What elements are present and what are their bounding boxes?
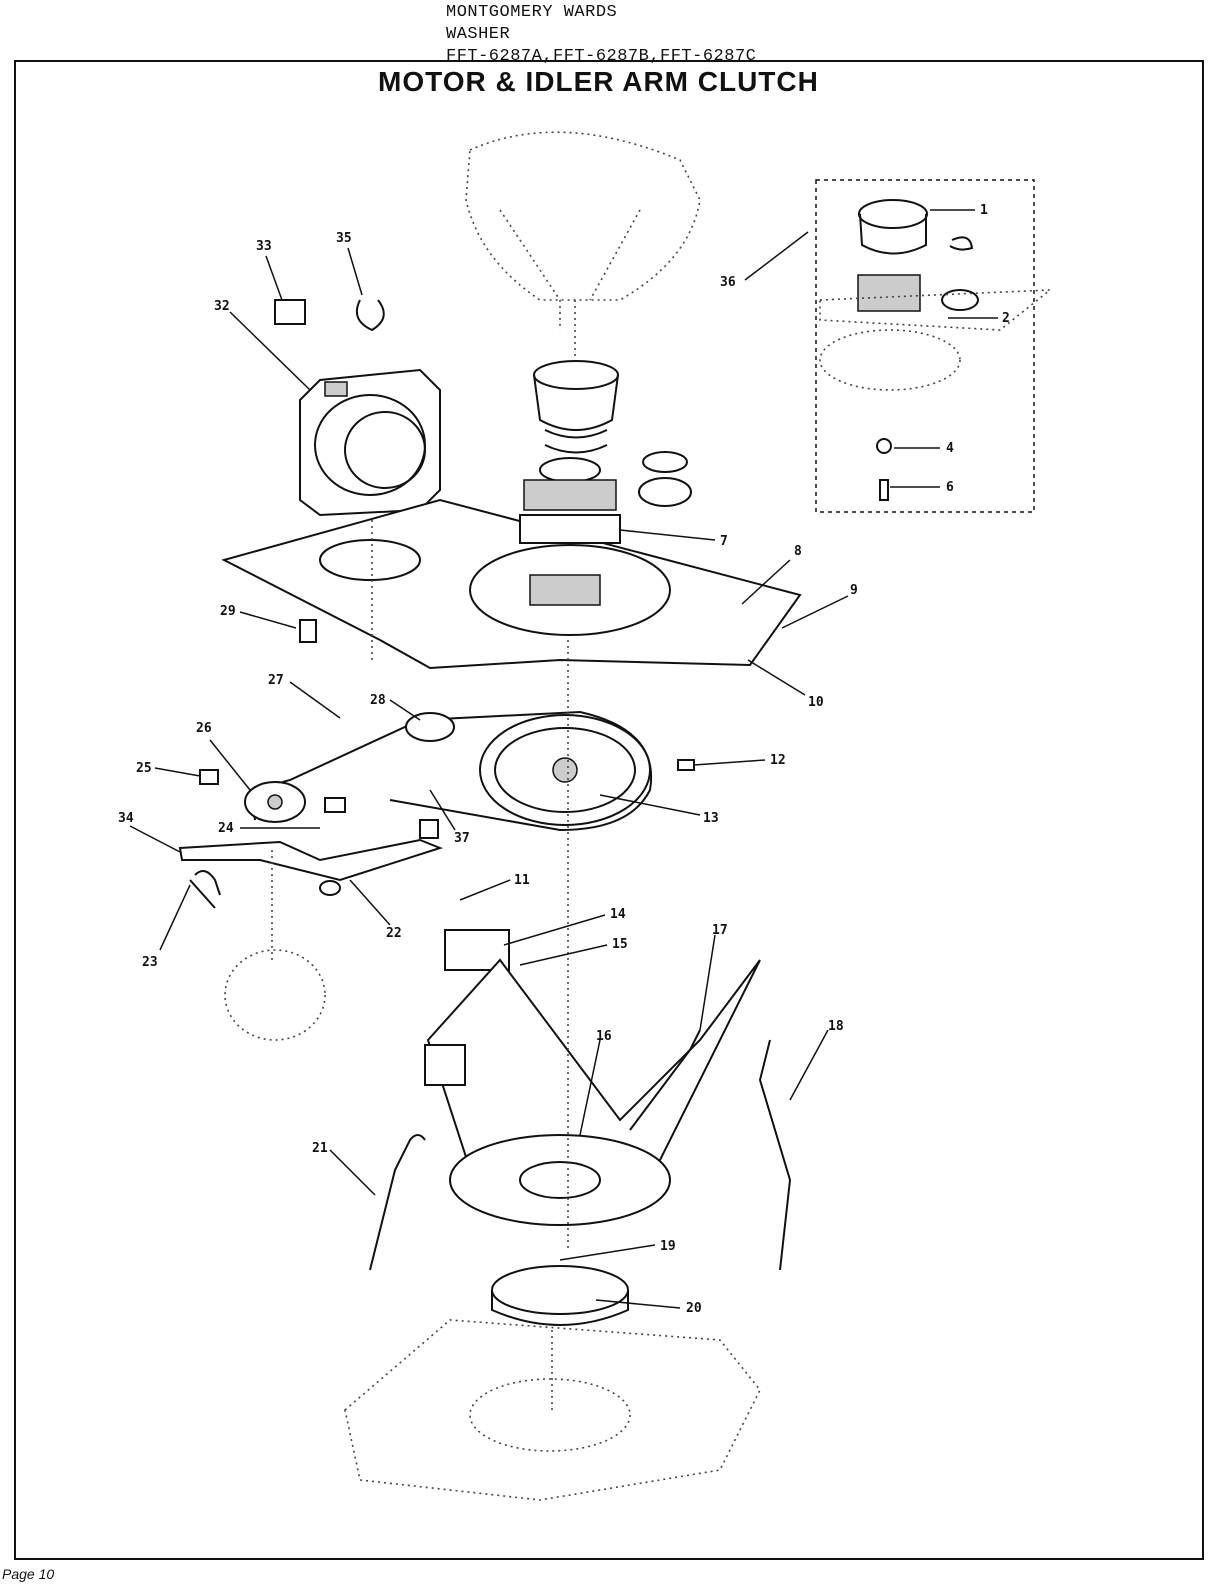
leader-lines xyxy=(129,209,998,1309)
callout-4: 4 xyxy=(946,441,954,456)
callout-20: 20 xyxy=(686,1301,702,1316)
idler-arm xyxy=(178,797,443,909)
inset-assembly-box xyxy=(815,179,1053,513)
callout-8: 8 xyxy=(794,544,802,559)
callout-35: 35 xyxy=(336,231,352,246)
clutch-assembly xyxy=(519,360,692,544)
callout-19: 19 xyxy=(660,1239,676,1254)
callout-37: 37 xyxy=(454,831,470,846)
callout-13: 13 xyxy=(703,811,719,826)
callout-36: 36 xyxy=(720,275,736,290)
callout-29: 29 xyxy=(220,604,236,619)
appliance-label: WASHER xyxy=(446,25,511,44)
springs xyxy=(369,1029,792,1271)
callout-labels: 1 2 4 6 7 8 9 10 11 12 13 14 15 16 17 18… xyxy=(118,203,1010,1316)
page-number: Page 10 xyxy=(2,1566,55,1582)
callout-18: 18 xyxy=(828,1019,844,1034)
callout-25: 25 xyxy=(136,761,152,776)
callout-27: 27 xyxy=(268,673,284,688)
callout-16: 16 xyxy=(596,1029,612,1044)
transmission-ghost xyxy=(465,131,701,360)
callout-10: 10 xyxy=(808,695,824,710)
mounting-plate xyxy=(221,498,802,670)
callout-26: 26 xyxy=(196,721,212,736)
callout-15: 15 xyxy=(612,937,628,952)
callout-6: 6 xyxy=(946,480,954,495)
diagram-frame xyxy=(14,60,1204,1560)
callout-7: 7 xyxy=(720,534,728,549)
callout-28: 28 xyxy=(370,693,386,708)
callout-23: 23 xyxy=(142,955,158,970)
callout-17: 17 xyxy=(712,923,728,938)
callout-9: 9 xyxy=(850,583,858,598)
brand-label: MONTGOMERY WARDS xyxy=(446,3,618,22)
motor xyxy=(274,299,441,517)
belt-and-pulleys xyxy=(199,710,695,832)
page-title: MOTOR & IDLER ARM CLUTCH xyxy=(372,66,825,98)
callout-2: 2 xyxy=(1002,311,1010,326)
callout-32: 32 xyxy=(214,299,230,314)
callout-34: 34 xyxy=(118,811,134,826)
callout-12: 12 xyxy=(770,753,786,768)
callout-24: 24 xyxy=(218,821,234,836)
base-ghost xyxy=(224,520,761,1501)
callout-11: 11 xyxy=(514,873,530,888)
callout-33: 33 xyxy=(256,239,272,254)
callout-1: 1 xyxy=(980,203,988,218)
callout-22: 22 xyxy=(386,926,402,941)
callout-14: 14 xyxy=(610,907,626,922)
bracket-assembly xyxy=(424,929,761,1326)
callout-21: 21 xyxy=(312,1141,328,1156)
